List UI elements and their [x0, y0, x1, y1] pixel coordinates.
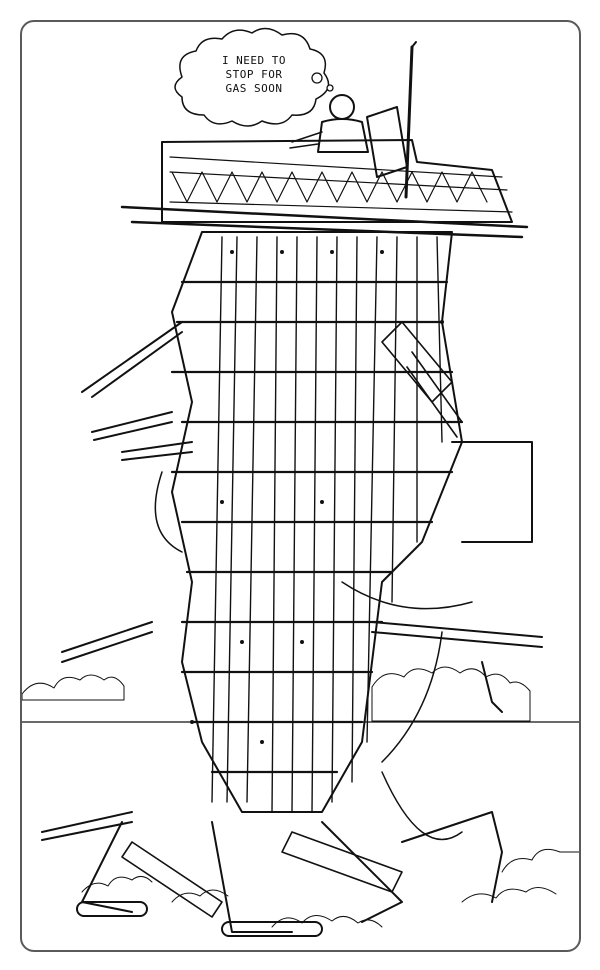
- left-arms: [41, 321, 193, 841]
- walker-legs: [81, 811, 503, 933]
- thought-line-2: STOP FOR: [225, 68, 283, 81]
- pilot-figure: [289, 94, 408, 178]
- thought-text: I NEED TO STOP FOR GAS SOON: [194, 54, 314, 96]
- cloud-right: [371, 666, 531, 722]
- cloud-lower-right: [461, 848, 579, 903]
- deck-truss: [171, 171, 488, 203]
- cloud-lower-left: [81, 876, 229, 903]
- thought-line-1: I NEED TO: [221, 54, 287, 67]
- antenna-pole: [404, 45, 414, 199]
- cloud-left: [22, 674, 125, 701]
- machine-illustration: [22, 27, 579, 937]
- thought-dot-2: [326, 84, 334, 92]
- illustration-card: I NEED TO STOP FOR GAS SOON: [20, 20, 581, 952]
- thought-dot-1: [311, 72, 323, 84]
- thought-line-3: GAS SOON: [225, 82, 283, 95]
- right-boom: [371, 441, 543, 763]
- tower-body: [171, 231, 463, 813]
